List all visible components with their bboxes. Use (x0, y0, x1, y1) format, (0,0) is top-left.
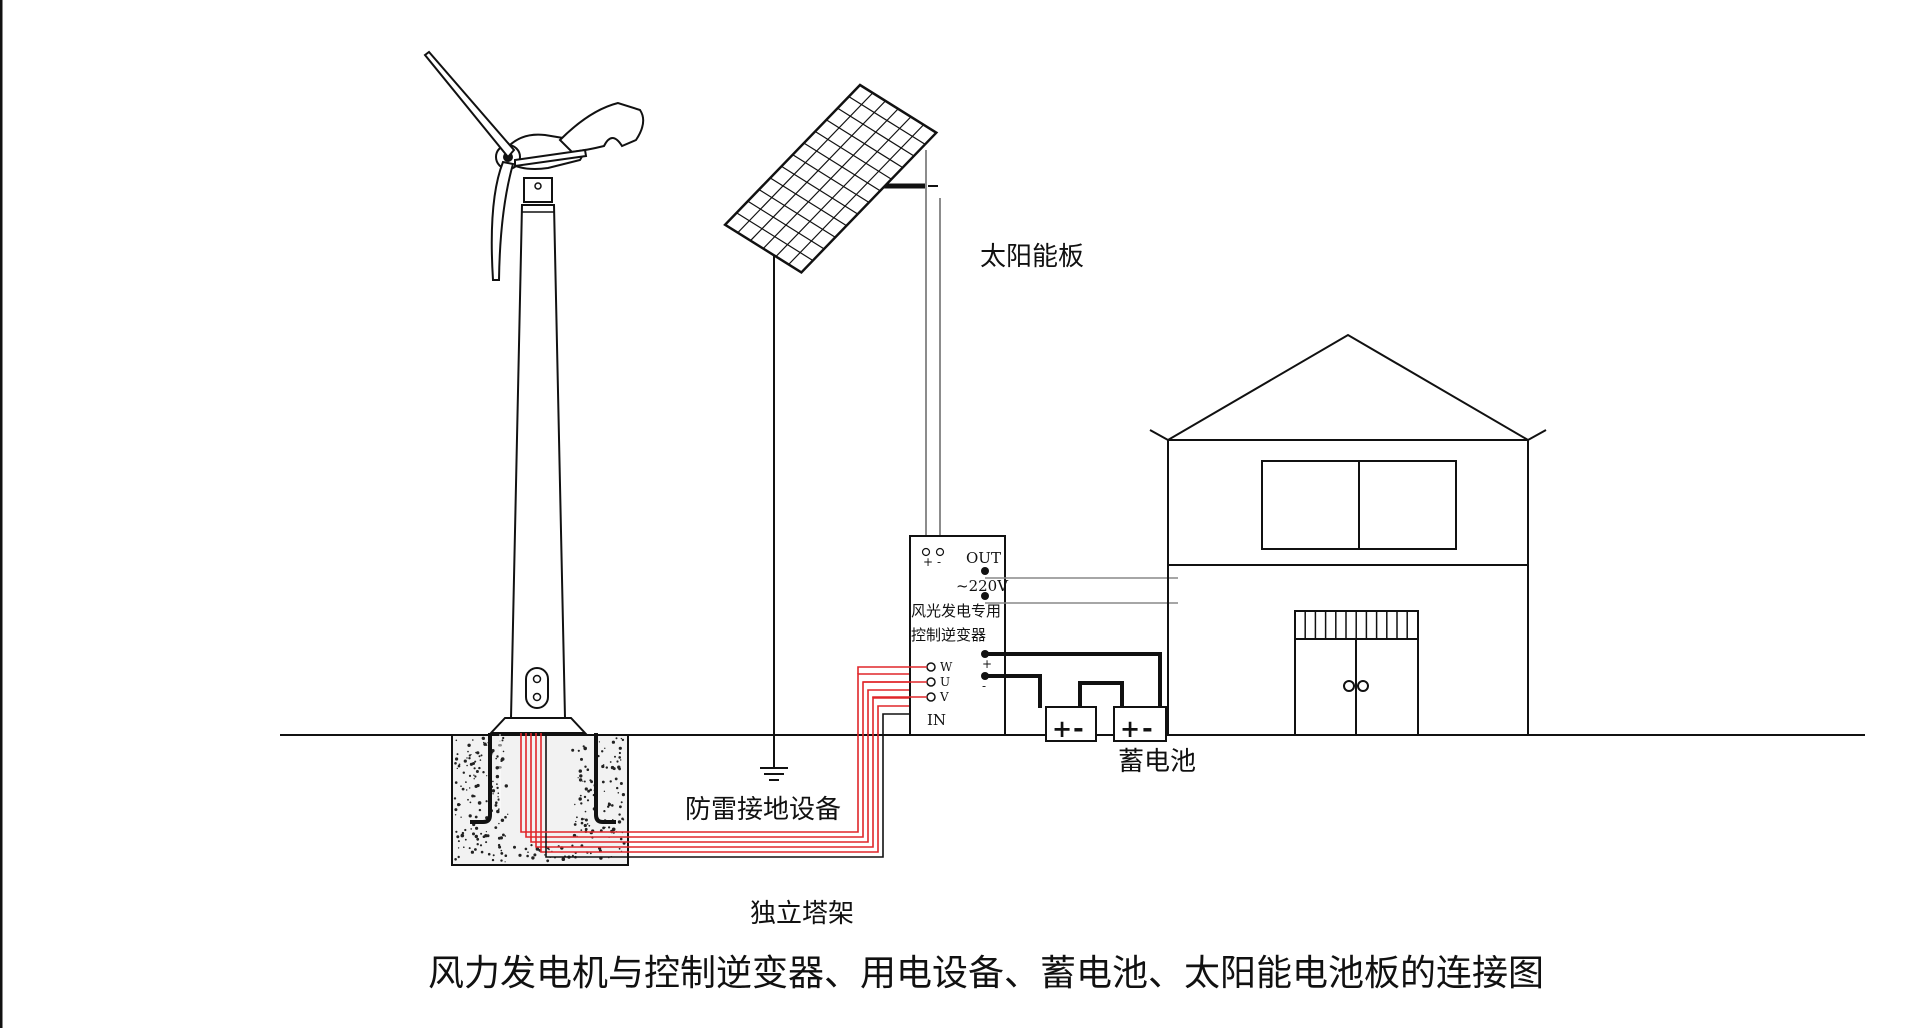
input-terminal-u (926, 677, 936, 687)
solar-panel-label: 太阳能板 (980, 242, 1084, 272)
diagram-caption: 风力发电机与控制逆变器、用电设备、蓄电池、太阳能电池板的连接图 (428, 953, 1544, 994)
out-label: OUT (966, 549, 1001, 567)
turbine-cables (520, 673, 940, 858)
phase-w-label: W (940, 660, 953, 674)
battery-1-plus: + (1052, 714, 1072, 743)
out-terminal-1 (981, 567, 989, 575)
house-door (1294, 610, 1419, 736)
input-terminal-v (926, 692, 936, 702)
dc-plus-mark: + (982, 657, 992, 671)
input-wires (857, 666, 927, 698)
battery-1-minus: - (1073, 714, 1084, 744)
inverter-label-line2: 控制逆变器 (911, 626, 986, 644)
in-label: IN (927, 711, 946, 729)
solar-panel (723, 83, 941, 540)
tower-label: 独立塔架 (750, 899, 854, 929)
battery-2-plus: + (1120, 714, 1140, 743)
lightning-rod (760, 183, 925, 781)
solar-minus-mark: - (937, 555, 941, 569)
out-terminal-2 (981, 592, 989, 600)
battery-1 (1045, 706, 1097, 742)
dc-minus-mark: - (982, 679, 986, 693)
battery-2-minus: - (1142, 714, 1153, 744)
inverter: + - OUT ~220V 风光发电专用 控制逆变器 + - W U V IN (909, 535, 1009, 736)
tower-door (525, 667, 549, 709)
wind-turbine (423, 50, 645, 734)
ac-output-wires (985, 577, 1178, 604)
battery-label: 蓄电池 (1118, 747, 1196, 777)
house (1149, 333, 1547, 736)
inverter-label-line1: 风光发电专用 (911, 602, 1001, 620)
input-terminal-w (926, 662, 936, 672)
battery-2 (1113, 706, 1167, 742)
tower-foundation (451, 733, 629, 866)
lightning-ground-label: 防雷接地设备 (685, 795, 841, 825)
phase-v-label: V (939, 690, 949, 704)
voltage-label: ~220V (956, 577, 1009, 595)
solar-plus-mark: + (923, 555, 933, 569)
batteries: + - + - (985, 652, 1167, 744)
phase-u-label: U (940, 675, 950, 689)
